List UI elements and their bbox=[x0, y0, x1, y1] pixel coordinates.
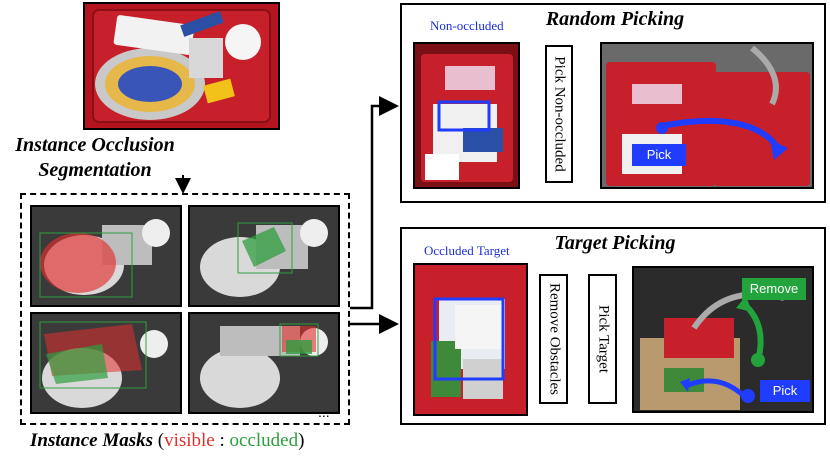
instance-masks-caption: Instance Masks (visible : occluded) bbox=[30, 430, 304, 452]
random-pick-tag: Pick bbox=[632, 144, 686, 166]
target-bin-photo bbox=[413, 263, 528, 416]
instance-masks-box bbox=[20, 193, 350, 425]
caption-close-paren: ) bbox=[298, 430, 305, 451]
more-masks-ellipsis: ... bbox=[318, 404, 330, 420]
segmentation-label-line2: Segmentation bbox=[38, 159, 152, 181]
input-bin-photo bbox=[83, 2, 280, 130]
mask-panel-2 bbox=[188, 205, 340, 307]
mask-panel-3 bbox=[30, 312, 182, 414]
mask-panel-4 bbox=[188, 312, 340, 414]
caption-visible: visible bbox=[164, 430, 215, 451]
non-occluded-label: Non-occluded bbox=[430, 18, 504, 33]
remove-obstacles-step: Remove Obstacles bbox=[539, 274, 568, 404]
pick-target-text: Pick Target bbox=[595, 305, 611, 373]
remove-obstacles-text: Remove Obstacles bbox=[546, 282, 562, 396]
target-pick-tag: Pick bbox=[760, 380, 810, 402]
caption-open-paren: ( bbox=[157, 430, 165, 451]
random-bin-photo bbox=[413, 42, 520, 189]
remove-tag: Remove bbox=[742, 278, 806, 300]
caption-separator: : bbox=[214, 430, 230, 451]
input-bin-illustration bbox=[85, 4, 278, 128]
pick-target-step: Pick Target bbox=[588, 274, 617, 404]
caption-occluded: occluded bbox=[229, 430, 299, 451]
occluded-target-label: Occluded Target bbox=[424, 243, 510, 258]
pick-non-occluded-text: Pick Non-occluded bbox=[551, 56, 568, 172]
segmentation-label-line1: Instance Occlusion bbox=[15, 134, 175, 156]
random-picking-title: Random Picking bbox=[545, 8, 685, 30]
target-picking-title: Target Picking bbox=[554, 232, 676, 254]
random-pick-result-photo: Pick bbox=[600, 42, 814, 189]
caption-prefix: Instance Masks bbox=[30, 430, 153, 451]
mask-panel-1 bbox=[30, 205, 182, 307]
pick-non-occluded-step: Pick Non-occluded bbox=[545, 45, 573, 183]
target-pick-result-photo: Remove Pick bbox=[632, 266, 814, 413]
